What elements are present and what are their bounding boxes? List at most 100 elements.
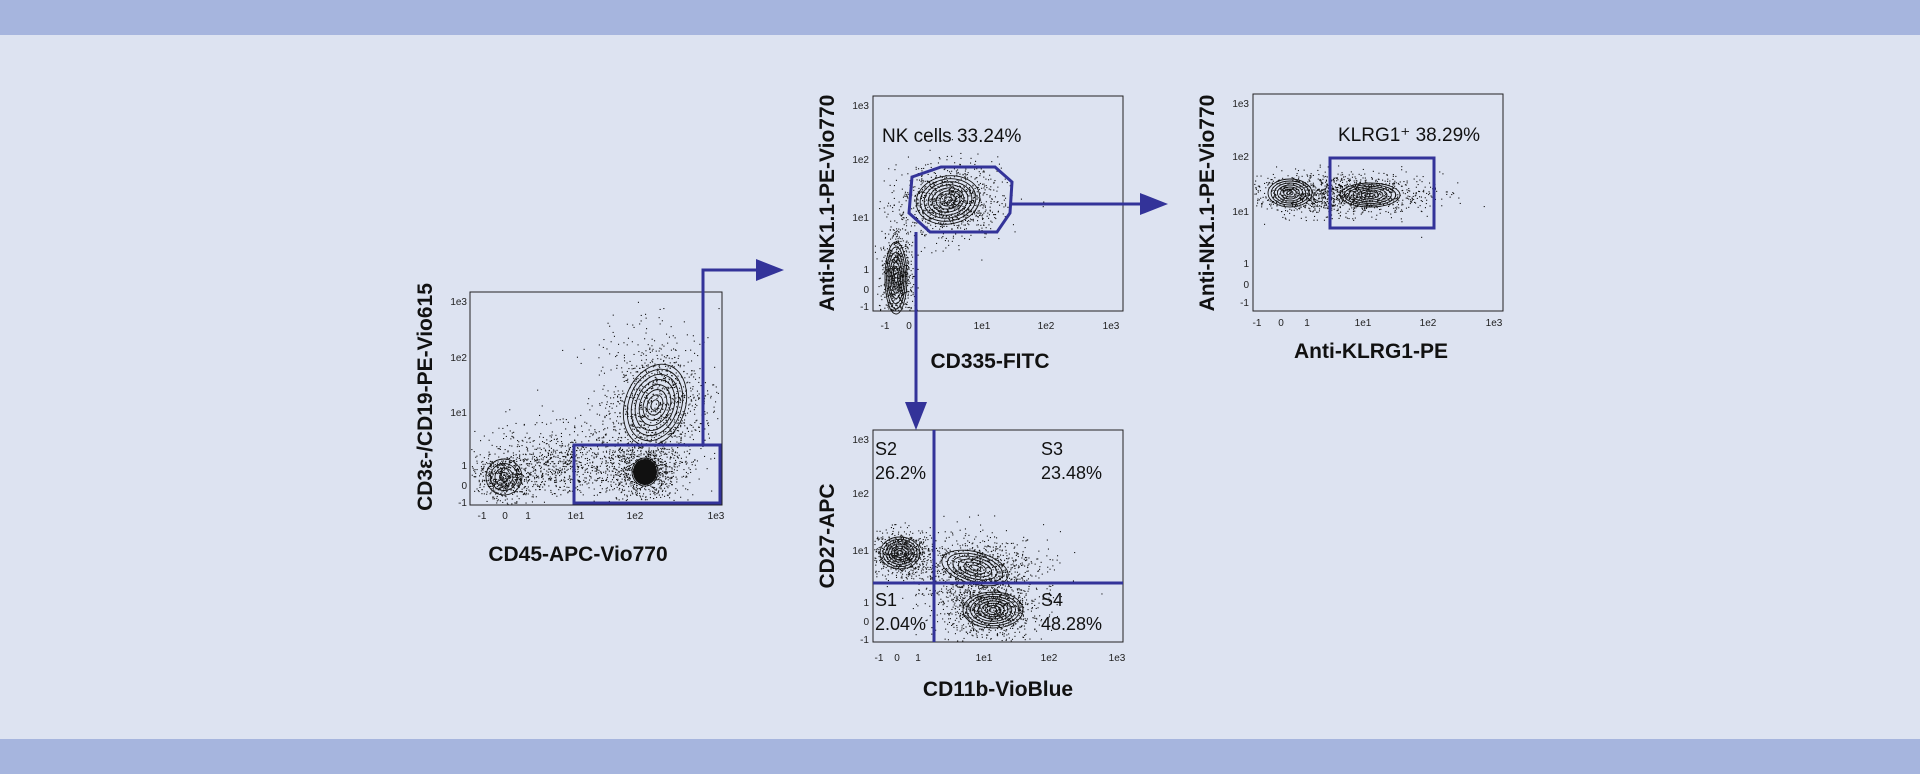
- p1-dots-dot: [650, 400, 652, 402]
- p1-dots-dot: [532, 470, 534, 472]
- p2-dots-dot: [906, 233, 908, 235]
- p2-dots-dot: [971, 219, 973, 221]
- p1-dots-dot: [501, 485, 503, 487]
- p1-dots-dot: [582, 473, 584, 475]
- p3-dots-dot: [1258, 199, 1260, 201]
- p1-dots-dot: [656, 488, 658, 490]
- p1-dots-dot: [636, 365, 638, 367]
- p1-dots-dot: [585, 481, 587, 483]
- p1-dots-dot: [555, 481, 557, 483]
- p2-dots-dot: [893, 253, 895, 255]
- p2-dots-dot: [910, 231, 912, 233]
- p1-dots-dot: [625, 463, 627, 465]
- p2-dots-dot: [880, 249, 882, 251]
- p1-dots-dot: [492, 498, 494, 500]
- p1-dots-dot: [501, 471, 503, 473]
- p1-dots-dot: [667, 389, 669, 391]
- p1-dots-dot: [677, 427, 679, 429]
- p1-dots-dot: [581, 467, 583, 469]
- p2-dots-dot: [940, 222, 942, 224]
- p1-dots-dot: [652, 387, 654, 389]
- p2-dots-dot: [956, 214, 958, 216]
- p1-dots-dot: [577, 468, 579, 470]
- p2-dots-dot: [942, 201, 944, 203]
- p2-dots-dot: [907, 280, 909, 282]
- p2-dots-dot: [934, 223, 936, 225]
- p2-dots-dot: [893, 244, 895, 246]
- p1-dots-dot: [691, 430, 693, 432]
- p2-dots-dot: [938, 157, 940, 159]
- p2-dots-dot: [935, 206, 937, 208]
- p1-dots-dot: [636, 437, 638, 439]
- p1-dots-dot: [710, 397, 712, 399]
- p1-dots-dot: [555, 472, 557, 474]
- p2-dots-dot: [909, 274, 911, 276]
- p1-dots-dot: [504, 499, 506, 501]
- p2-dots-dot: [1000, 167, 1002, 169]
- p1-dots-dot: [674, 356, 676, 358]
- p1-dots-dot: [513, 465, 515, 467]
- p1-dots-dot: [621, 484, 623, 486]
- p1-dots-dot: [598, 439, 600, 441]
- p2-dots-dot: [988, 188, 990, 190]
- p1-dots-dot: [626, 461, 628, 463]
- p1-dots-dot: [695, 468, 697, 470]
- p1-dots-dot: [683, 422, 685, 424]
- p2-dots-dot: [921, 170, 923, 172]
- p1-dots-dot: [656, 354, 658, 356]
- p1-dots-dot: [600, 472, 602, 474]
- p2-dots-dot: [905, 217, 907, 219]
- p2-dots-dot: [899, 248, 901, 250]
- p2-dots-dot: [912, 256, 914, 258]
- p1-dots-dot: [569, 434, 571, 436]
- p1-dots-dot: [666, 476, 668, 478]
- p2-dots-dot: [993, 182, 995, 184]
- p1-dots-dot: [574, 426, 576, 428]
- p2-dots-dot: [982, 218, 984, 220]
- p1-dots-dot: [676, 379, 678, 381]
- p1-dots-dot: [512, 436, 514, 438]
- p1-dots-dot: [680, 398, 682, 400]
- p1-dots-dot: [659, 455, 661, 457]
- p1-dots-dot: [569, 447, 571, 449]
- p1-dots-dot: [643, 427, 645, 429]
- p1-dots-dot: [476, 460, 478, 462]
- p2-dots-dot: [905, 298, 907, 300]
- p1-dots-dot: [680, 376, 682, 378]
- p1-dots-dot: [513, 437, 515, 439]
- p1-dots-dot: [533, 469, 535, 471]
- p2-dots-dot: [959, 211, 961, 213]
- p2-dots-dot: [878, 278, 880, 280]
- p1-dots-dot: [560, 473, 562, 475]
- p1-dots-dot: [524, 469, 526, 471]
- p1-dots-dot: [592, 467, 594, 469]
- p1-dots-dot: [661, 449, 663, 451]
- p2-dots-dot: [929, 201, 931, 203]
- p2-dots-dot: [901, 238, 903, 240]
- p1-dots-dot: [526, 432, 528, 434]
- p1-dots-dot: [647, 344, 649, 346]
- p2-dots-dot: [922, 181, 924, 183]
- p1-dots-dot: [618, 448, 620, 450]
- p1-dots-dot: [646, 372, 648, 374]
- p2-dots-dot: [976, 177, 978, 179]
- p1-dots-dot: [492, 485, 494, 487]
- p1-dots-dot: [668, 451, 670, 453]
- p1-dots-dot: [704, 411, 706, 413]
- p1-dots-dot: [607, 322, 609, 324]
- p1-dots-dot: [553, 470, 555, 472]
- p1-dots-dot: [708, 437, 710, 439]
- p1-dots-dot: [520, 491, 522, 493]
- p1-dots-dot: [487, 463, 489, 465]
- p1-dots-dot: [473, 469, 475, 471]
- p1-dots-dot: [507, 466, 509, 468]
- p2-dots-dot: [965, 179, 967, 181]
- p1-dots-dot: [689, 382, 691, 384]
- p1-dots-dot: [661, 481, 663, 483]
- p1-dots-dot: [640, 420, 642, 422]
- p1-dots-dot: [619, 428, 621, 430]
- p2-dots-dot: [969, 188, 971, 190]
- p1-dots-dot: [667, 471, 669, 473]
- p1-dots-dot: [642, 416, 644, 418]
- p2-dots-dot: [961, 189, 963, 191]
